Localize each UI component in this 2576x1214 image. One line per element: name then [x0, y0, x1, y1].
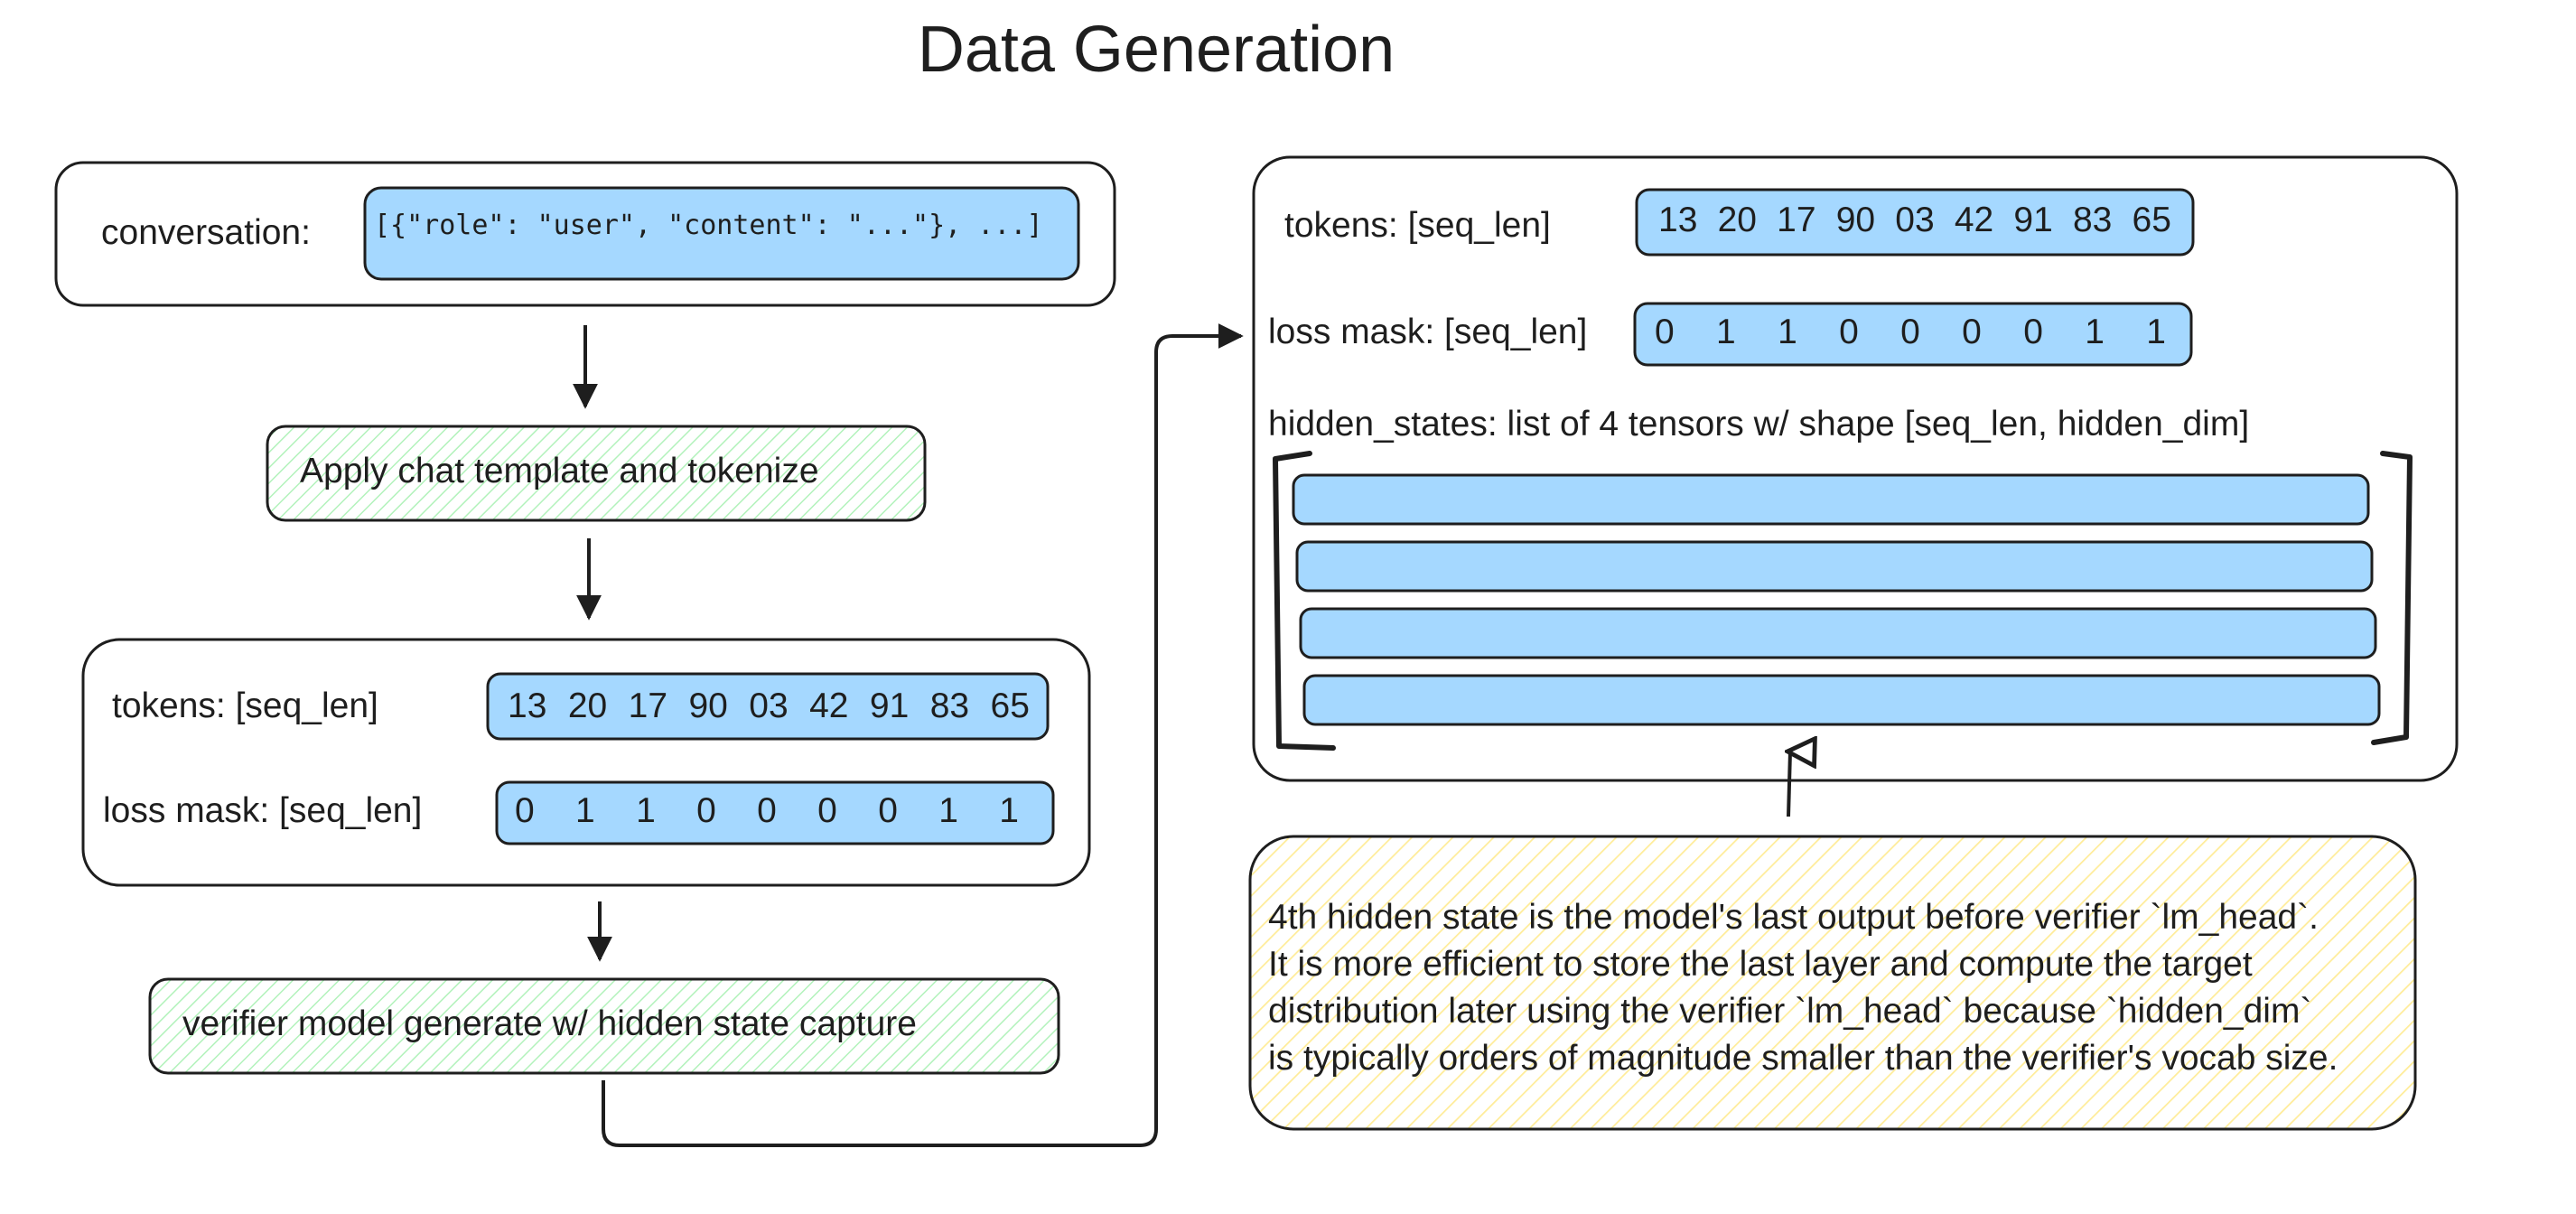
- mask-value: 0: [696, 791, 716, 830]
- generate-step-box: [148, 977, 1060, 1075]
- token-value: 20: [1717, 201, 1757, 239]
- tokens-label: tokens: [seq_len]: [112, 686, 378, 725]
- note-line: 4th hidden state is the model's last out…: [1268, 898, 2319, 937]
- note-line: is typically orders of magnitude smaller…: [1268, 1039, 2338, 1078]
- mask-value: 1: [1778, 313, 1797, 351]
- mask-value: 1: [2085, 313, 2105, 351]
- loss-mask-values: 0 1 1 0 0 0 0 1 1: [515, 791, 1019, 831]
- mask-value: 0: [1839, 313, 1859, 351]
- hidden-state-tensor: [1292, 473, 2370, 526]
- token-value: 17: [628, 686, 668, 725]
- output-loss-mask-label: loss mask: [seq_len]: [1268, 313, 1588, 351]
- token-value: 65: [990, 686, 1030, 725]
- token-value: 42: [1954, 201, 1994, 239]
- note-text: 4th hidden state is the model's last out…: [1268, 894, 2433, 1082]
- hidden-states-label: hidden_states: list of 4 tensors w/ shap…: [1268, 405, 2250, 444]
- output-tokens-values: 13 20 17 90 03 42 91 83 65: [1658, 201, 2171, 240]
- token-value: 90: [1835, 201, 1876, 239]
- token-value: 65: [2132, 201, 2171, 239]
- mask-value: 0: [878, 791, 898, 830]
- token-value: 83: [2072, 201, 2113, 239]
- mask-value: 1: [999, 791, 1019, 830]
- output-tokens-label: tokens: [seq_len]: [1284, 206, 1551, 245]
- hidden-states-list: [1292, 473, 2381, 726]
- hidden-state-tensor: [1299, 607, 2377, 659]
- mask-value: 1: [575, 791, 595, 830]
- mask-value: 1: [1716, 313, 1736, 351]
- output-tokens-tensor: [1635, 188, 2195, 257]
- token-value: 90: [688, 686, 728, 725]
- token-value: 03: [1895, 201, 1935, 239]
- list-bracket-right: [2371, 451, 2413, 745]
- token-value: 91: [869, 686, 910, 725]
- output-loss-mask-values: 0 1 1 0 0 0 0 1 1: [1655, 313, 2166, 352]
- tokenize-step-label: Apply chat template and tokenize: [300, 452, 819, 490]
- tokenize-step-box: [266, 425, 927, 522]
- conversation-value: [{"role": "user", "content": "..."}, ...…: [374, 210, 1043, 241]
- token-value: 03: [749, 686, 789, 725]
- token-value: 83: [929, 686, 970, 725]
- token-value: 13: [1658, 201, 1698, 239]
- hidden-state-tensor: [1295, 540, 2374, 593]
- note-line: It is more efficient to store the last l…: [1268, 945, 2253, 984]
- token-value: 91: [2013, 201, 2053, 239]
- note-line: distribution later using the verifier `l…: [1268, 992, 2312, 1031]
- conversation-label: conversation:: [101, 213, 311, 252]
- token-value: 42: [809, 686, 849, 725]
- token-value: 20: [567, 686, 608, 725]
- mask-value: 0: [515, 791, 535, 830]
- output-loss-mask-tensor: [1633, 302, 2193, 367]
- mask-value: 0: [1962, 313, 1982, 351]
- tokens-values: 13 20 17 90 03 42 91 83 65: [508, 686, 1030, 726]
- mask-value: 1: [636, 791, 656, 830]
- token-value: 17: [1777, 201, 1816, 239]
- mask-value: 0: [2023, 313, 2043, 351]
- note-box: [1248, 835, 2417, 1131]
- mask-value: 1: [938, 791, 958, 830]
- arrow-note-to-hidden-states: [1788, 752, 1790, 817]
- mask-value: 0: [1655, 313, 1675, 351]
- hidden-state-tensor: [1302, 674, 2381, 726]
- mask-value: 0: [1900, 313, 1920, 351]
- mask-value: 0: [757, 791, 777, 830]
- mask-value: 1: [2146, 313, 2166, 351]
- generate-step-label: verifier model generate w/ hidden state …: [182, 1004, 917, 1043]
- arrow-to-output: [602, 323, 1244, 1147]
- token-value: 13: [508, 686, 547, 725]
- tokens-tensor: [486, 672, 1050, 741]
- list-bracket-left: [1273, 451, 1336, 751]
- mask-value: 0: [817, 791, 837, 830]
- loss-mask-label: loss mask: [seq_len]: [103, 791, 423, 830]
- loss-mask-tensor: [495, 780, 1055, 845]
- page-title: Data Generation: [917, 14, 1395, 86]
- conversation-value-field: [363, 186, 1080, 281]
